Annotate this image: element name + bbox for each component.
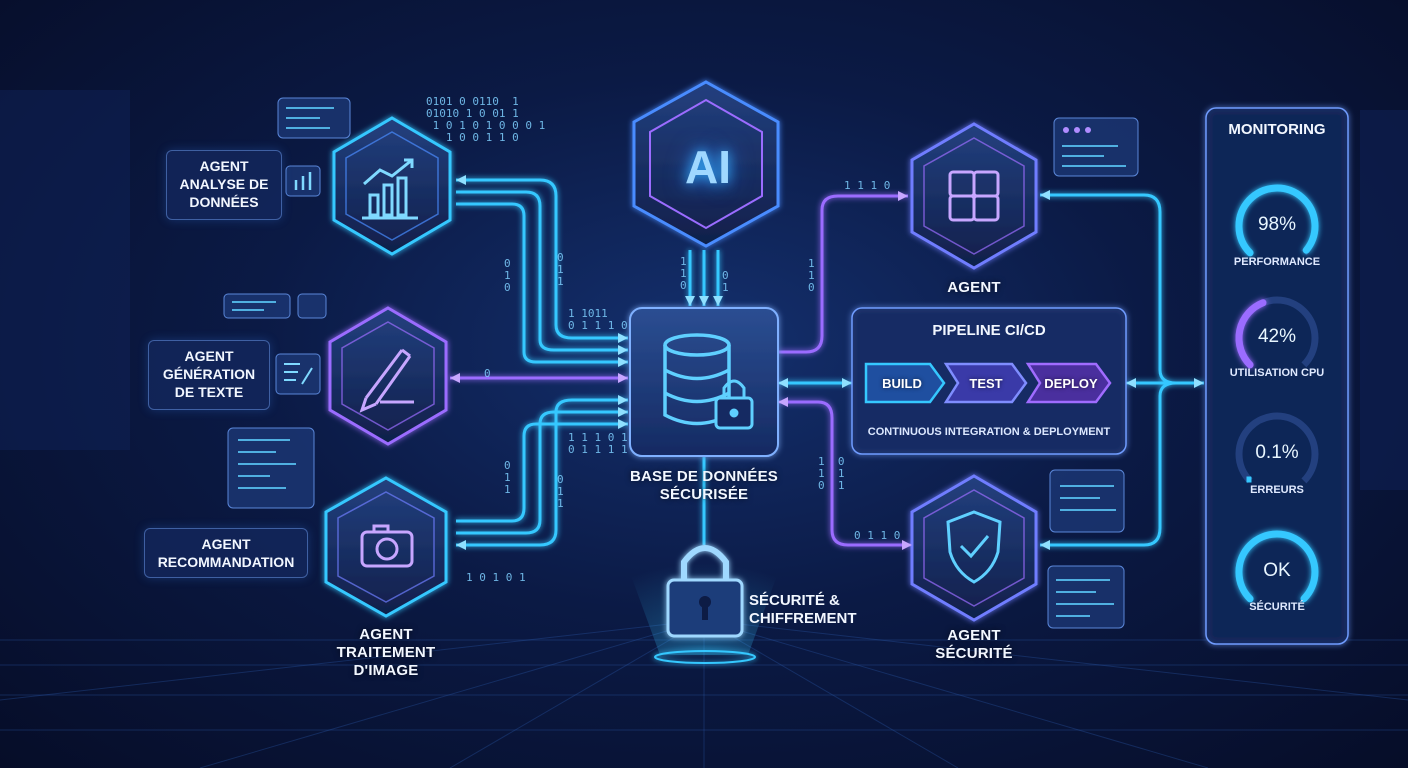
monitoring-title: MONITORING [1228,121,1326,138]
agent-label-puzzle: AGENT [947,279,1001,296]
binary-right-col: 1 1 0 [808,257,815,294]
gauge-track [1235,412,1319,484]
agent-texte-line2: GÉNÉRATION [162,366,256,382]
gauge-label-cpu: UTILISATION CPU [1229,367,1325,379]
agent-image-line1: AGENT [359,626,413,643]
agent-image-line2: TRAITEMENT [336,644,436,661]
agent-analyse-line1: AGENT [199,158,249,174]
binary-left-col2: 0 1 1 [557,251,564,288]
pipeline-step-build-label: BUILD [882,376,922,391]
agent-hex-image[interactable] [324,476,448,618]
agent-image-line3: D'IMAGE [353,662,419,679]
gauge-label-security: SÉCURITÉ [1249,601,1305,613]
binary-mid-line: 0 [484,367,491,380]
edit-doc-icon [275,353,321,395]
gauge-label-errors: ERREURS [1250,484,1304,496]
code-bubble-lines [232,107,1126,617]
monitoring-gauges [1235,184,1319,603]
camera-icon [360,524,414,568]
agent-texte-line1: AGENT [184,348,234,364]
pipeline-title: PIPELINE CI/CD [932,322,1046,339]
ai-label: AI [685,141,731,193]
database-block[interactable] [629,307,779,457]
connection-lines [450,178,1204,547]
chart-icon [362,158,418,220]
agent-hex-security[interactable] [910,474,1038,622]
agent-label-security: AGENT SÉCURITÉ [914,627,1034,663]
agent-analyse-line2: ANALYSE DE [179,176,269,192]
pipeline-step-test-label: TEST [969,376,1003,391]
security-encryption-label: SÉCURITÉ & CHIFFREMENT [749,592,857,628]
database-label-line1: BASE DE DONNÉES [629,468,779,485]
gauge-value-cpu: 42% [1257,326,1297,347]
binary-left-low2: 0 1 1 [557,473,564,510]
gauge-value-errors: 0.1% [1255,442,1299,463]
ai-hex [632,80,780,248]
agent-label-texte[interactable]: AGENT GÉNÉRATION DE TEXTE [148,340,270,410]
pen-icon [359,348,414,413]
agent-label-analyse[interactable]: AGENT ANALYSE DE DONNÉES [166,150,282,220]
gauge-value-security: OK [1263,560,1291,581]
gauge-value-performance: 98% [1257,214,1297,235]
pipeline-step-build[interactable] [864,362,946,404]
binary-right-top: 1 1 1 0 [844,179,891,192]
binary-mid-top: 1 1011 0 1 1 1 0 [568,307,628,332]
shield-icon [946,510,1002,584]
binary-left-col1: 0 1 0 [504,257,511,294]
dots-icon [1063,127,1091,133]
binary-right-mid: 1 0 1 1 0 1 [818,455,845,492]
binary-ai-col2: 0 1 [722,269,729,294]
database-label-line2: SÉCURISÉE [659,486,749,503]
lock-pad-ring [654,650,756,664]
pipeline-step-deploy-label: DEPLOY [1044,376,1098,391]
binary-ai-col1: 1 1 0 [680,255,687,292]
binary-left-low1: 0 1 1 [504,459,511,496]
padlock-icon [666,545,744,638]
database-label: BASE DE DONNÉES SÉCURISÉE [604,468,804,504]
pipeline-step-deploy[interactable] [1025,362,1112,404]
gauge-label-performance: PERFORMANCE [1233,256,1321,268]
agent-reco-line2: RECOMMANDATION [157,554,295,570]
agent-analyse-line3: DONNÉES [189,194,259,210]
lock-small-icon [714,379,754,430]
agent-texte-line3: DE TEXTE [174,384,244,400]
mini-chart-icon [285,165,321,197]
agent-hex-texte[interactable] [328,306,448,446]
binary-bottom: 1 0 1 0 1 [466,571,526,584]
arrowheads [450,175,1204,550]
agent-label-recommandation[interactable]: AGENT RECOMMANDATION [144,528,308,578]
pipeline-panel [851,307,1127,455]
security-line1: SÉCURITÉ & [749,592,840,609]
bg-panel-left [0,90,130,450]
agent-reco-line1: AGENT [201,536,251,552]
agent-security-line1: AGENT [947,627,1001,644]
agent-security-line2: SÉCURITÉ [935,645,1013,662]
security-line2: CHIFFREMENT [749,610,857,627]
binary-top-left: 0101 0 0110 1 01010 1 0 01 1 1 0 1 0 1 0… [426,95,546,144]
gauge-fill-2 [1244,474,1254,485]
gauge-fill-1 [1235,299,1267,369]
agent-label-image: AGENT TRAITEMENT D'IMAGE [326,626,446,680]
binary-mid-low: 1 1 1 0 1 0 1 1 1 1 [568,431,628,456]
binary-right-bottom: 0 1 1 0 [854,529,901,542]
pipeline-subtitle: CONTINUOUS INTEGRATION & DEPLOYMENT [867,426,1111,438]
pipeline-step-test[interactable] [943,362,1028,404]
puzzle-icon [948,170,1000,222]
bg-panel-right [1360,110,1408,490]
gauge-fill-3 [1235,530,1319,603]
gauge-fill-0 [1235,184,1319,257]
